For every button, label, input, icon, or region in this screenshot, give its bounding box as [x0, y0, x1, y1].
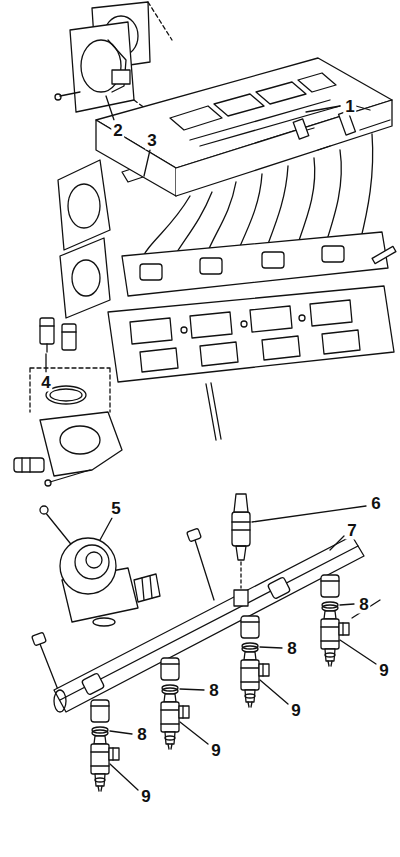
callout-number: 9: [377, 661, 390, 680]
callout-number: 9: [289, 701, 302, 720]
callout-number: 6: [369, 494, 382, 513]
callout-number: 5: [109, 499, 122, 518]
callout-number: 8: [357, 595, 370, 614]
callout-number: 2: [111, 121, 124, 140]
callout-number: 9: [209, 741, 222, 760]
callout-number: 9: [139, 787, 152, 806]
callout-number: 4: [39, 373, 52, 392]
callout-number: 3: [145, 131, 158, 150]
callout-number: 8: [207, 681, 220, 700]
callout-number: 8: [285, 639, 298, 658]
callout-number: 8: [135, 725, 148, 744]
callout-number: 7: [345, 521, 358, 540]
callout-number: 1: [343, 97, 356, 116]
